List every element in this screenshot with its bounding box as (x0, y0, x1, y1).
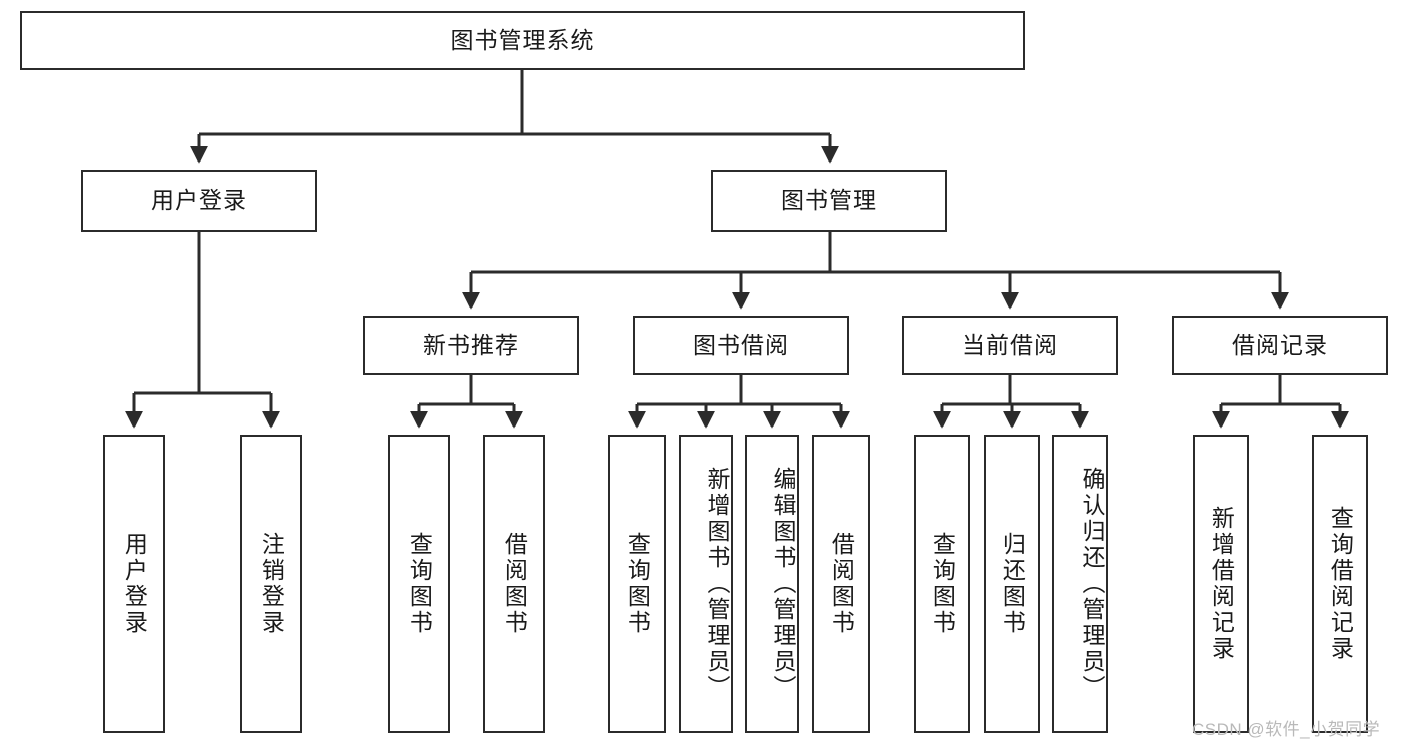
node-leaf-user-login-label: 用户登录 (121, 532, 148, 636)
node-root[interactable]: 图书管理系统 (20, 11, 1025, 70)
node-user-login[interactable]: 用户登录 (81, 170, 317, 232)
node-leaf-confirm-return-label: 确认归还（管理员） (1079, 467, 1105, 701)
node-leaf-return-book[interactable]: 归还图书 (984, 435, 1040, 733)
node-root-label: 图书管理系统 (450, 26, 595, 53)
node-leaf-add-book-label: 新增图书（管理员） (704, 467, 730, 701)
node-user-login-label: 用户登录 (151, 187, 247, 214)
node-leaf-query-book-borrow-label: 查询图书 (624, 532, 651, 636)
node-book-borrow[interactable]: 图书借阅 (633, 316, 849, 375)
node-leaf-query-book-current-label: 查询图书 (929, 532, 956, 636)
node-leaf-borrow-book[interactable]: 借阅图书 (812, 435, 870, 733)
node-book-management[interactable]: 图书管理 (711, 170, 947, 232)
node-current-borrow-label: 当前借阅 (962, 331, 1058, 358)
node-leaf-add-borrow-record[interactable]: 新增借阅记录 (1193, 435, 1249, 733)
node-leaf-query-book-recommend-label: 查询图书 (406, 532, 433, 636)
node-leaf-borrow-book-recommend-label: 借阅图书 (501, 532, 528, 636)
node-book-management-label: 图书管理 (781, 187, 877, 214)
csdn-watermark: CSDN @软件_小贺同学 (1192, 720, 1381, 739)
node-leaf-query-borrow-record[interactable]: 查询借阅记录 (1312, 435, 1368, 733)
node-leaf-query-book-recommend[interactable]: 查询图书 (388, 435, 450, 733)
node-new-book-recommend[interactable]: 新书推荐 (363, 316, 579, 375)
node-leaf-user-login[interactable]: 用户登录 (103, 435, 165, 733)
node-leaf-borrow-book-label: 借阅图书 (828, 532, 855, 636)
node-leaf-query-book-current[interactable]: 查询图书 (914, 435, 970, 733)
node-leaf-confirm-return[interactable]: 确认归还（管理员） (1052, 435, 1108, 733)
node-leaf-borrow-book-recommend[interactable]: 借阅图书 (483, 435, 545, 733)
node-leaf-return-book-label: 归还图书 (999, 532, 1026, 636)
node-new-book-recommend-label: 新书推荐 (423, 331, 519, 358)
node-leaf-user-logout-label: 注销登录 (258, 532, 285, 636)
node-borrow-record[interactable]: 借阅记录 (1172, 316, 1388, 375)
node-leaf-query-book-borrow[interactable]: 查询图书 (608, 435, 666, 733)
node-leaf-user-logout[interactable]: 注销登录 (240, 435, 302, 733)
node-leaf-add-borrow-record-label: 新增借阅记录 (1208, 506, 1235, 662)
node-leaf-add-book[interactable]: 新增图书（管理员） (679, 435, 733, 733)
node-leaf-query-borrow-record-label: 查询借阅记录 (1327, 506, 1354, 662)
node-leaf-edit-book-label: 编辑图书（管理员） (770, 467, 796, 701)
node-current-borrow[interactable]: 当前借阅 (902, 316, 1118, 375)
node-book-borrow-label: 图书借阅 (693, 331, 789, 358)
node-borrow-record-label: 借阅记录 (1232, 331, 1328, 358)
node-leaf-edit-book[interactable]: 编辑图书（管理员） (745, 435, 799, 733)
